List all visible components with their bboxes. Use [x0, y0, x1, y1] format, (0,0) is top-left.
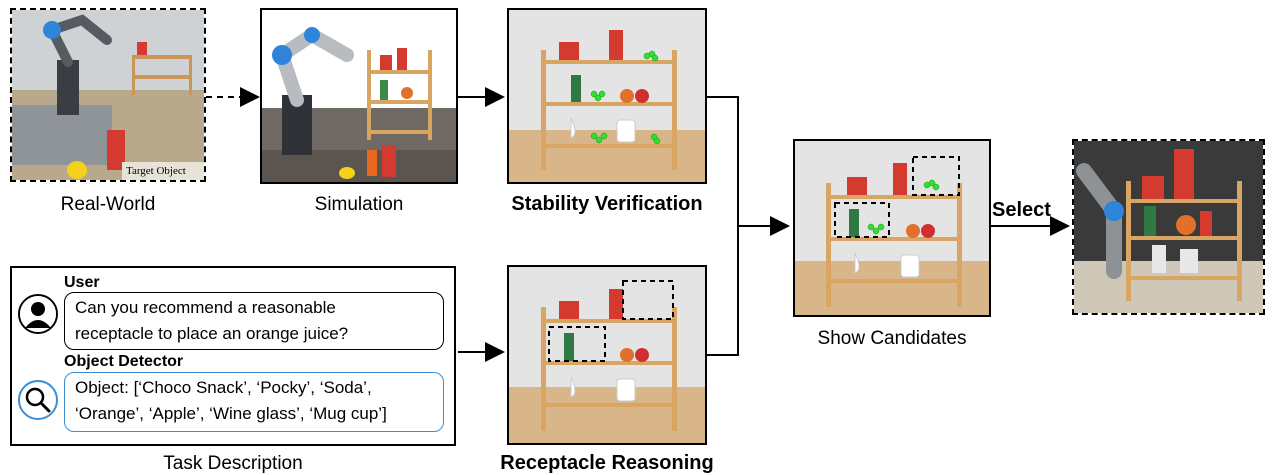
detector-line-2: ‘Orange’, ‘Apple’, ‘Wine glass’, ‘Mug cu… [75, 404, 387, 423]
magnifier-icon [18, 380, 58, 420]
user-icon [18, 294, 58, 334]
detector-line-1: Object: [‘Choco Snack’, ‘Pocky’, ‘Soda’, [75, 378, 372, 397]
user-label: User [64, 274, 100, 291]
receptacle-reasoning-caption: Receptacle Reasoning [500, 452, 714, 474]
user-query-line-1: Can you recommend a reasonable [75, 298, 336, 317]
task-description-box: User Can you recommend a reasonable rece… [10, 266, 456, 446]
stability-verification-caption: Stability Verification [511, 193, 703, 215]
final-placement-photo [1072, 139, 1265, 315]
show-candidates-render [793, 139, 991, 317]
object-detector-label: Object Detector [64, 353, 184, 370]
receptacle-reasoning-render [507, 265, 707, 445]
select-label: Select [992, 199, 1051, 221]
user-query-line-2: receptacle to place an orange juice? [75, 324, 349, 343]
simulation-caption: Simulation [314, 194, 404, 215]
real-world-photo: Target Object [10, 8, 206, 182]
task-description-caption: Task Description [163, 453, 303, 474]
simulation-render [260, 8, 458, 184]
connector-stability [707, 96, 739, 226]
user-query-bubble: Can you recommend a reasonable receptacl… [64, 292, 444, 350]
object-detector-bubble: Object: [‘Choco Snack’, ‘Pocky’, ‘Soda’,… [64, 372, 444, 432]
show-candidates-caption: Show Candidates [817, 328, 967, 349]
connector-reasoning [707, 226, 739, 356]
real-world-caption: Real-World [60, 194, 156, 215]
target-object-label: Target Object [126, 165, 186, 177]
stability-verification-render [507, 8, 707, 184]
